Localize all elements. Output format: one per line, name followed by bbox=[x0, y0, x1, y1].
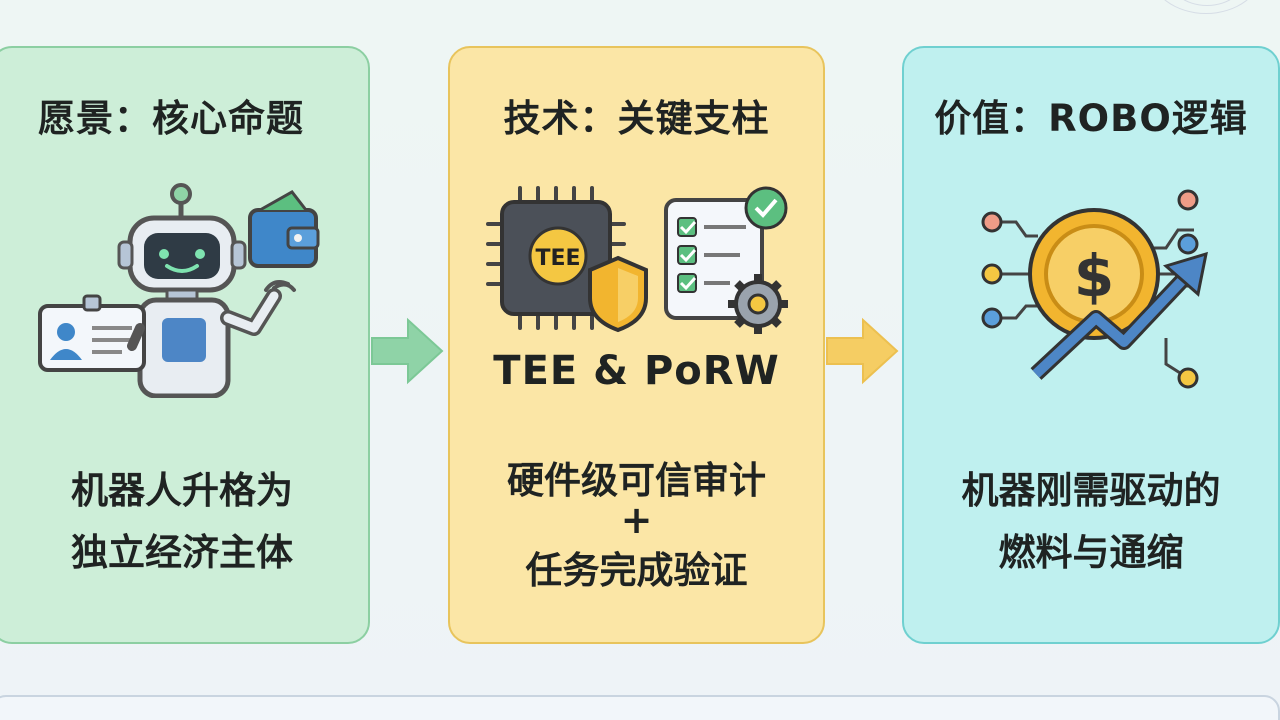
bottom-banner bbox=[0, 695, 1280, 720]
tech-plus: + bbox=[620, 498, 653, 542]
value-panel: 价值：ROBO逻辑 $ bbox=[902, 46, 1280, 644]
vision-title: 愿景：核心命题 bbox=[38, 97, 304, 140]
vision-description: 机器人升格为 独立经济主体 bbox=[2, 460, 362, 584]
tee-chip-and-checklist-icon: TEE bbox=[450, 178, 823, 388]
arrow-right-icon bbox=[826, 317, 899, 385]
coin-symbol: $ bbox=[1074, 242, 1114, 310]
tech-line-2: 任务完成验证 bbox=[525, 549, 748, 592]
value-desc-line-2: 燃料与通缩 bbox=[998, 531, 1184, 574]
arrow-right-icon bbox=[371, 317, 444, 385]
value-desc-line-1: 机器刚需驱动的 bbox=[961, 469, 1221, 512]
vision-desc-line-2: 独立经济主体 bbox=[71, 531, 293, 574]
tech-title: 技术：关键支柱 bbox=[503, 97, 770, 140]
tech-label: TEE & PoRW bbox=[493, 348, 780, 394]
value-description: 机器刚需驱动的 燃料与通缩 bbox=[904, 460, 1278, 584]
vision-panel: 愿景：核心命题 bbox=[0, 46, 370, 644]
value-title: 价值：ROBO逻辑 bbox=[934, 97, 1248, 140]
tech-line-1: 硬件级可信审计 bbox=[507, 459, 766, 502]
vision-desc-line-1: 机器人升格为 bbox=[71, 469, 293, 512]
tech-panel: 技术：关键支柱 TEE bbox=[448, 46, 825, 644]
chip-label: TEE bbox=[535, 246, 580, 271]
robot-with-id-card-and-wallet-icon bbox=[0, 178, 368, 398]
coin-with-rising-arrow-icon: $ bbox=[904, 178, 1278, 389]
